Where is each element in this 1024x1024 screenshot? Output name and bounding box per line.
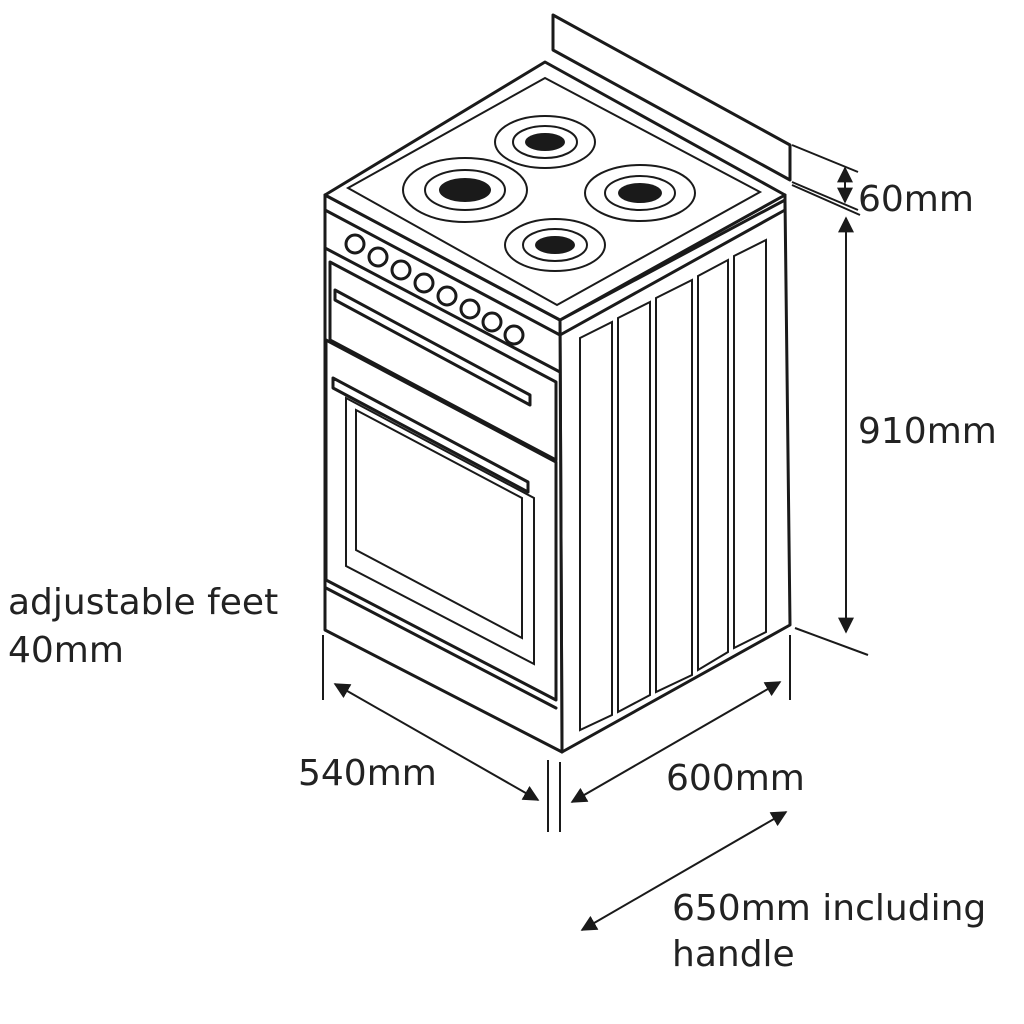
dimension-labels: 60mm 910mm adjustable feet 40mm 540mm 60…: [8, 179, 997, 975]
label-depth: 600mm: [666, 758, 805, 799]
burner-rear-left: [402, 157, 528, 223]
label-feet-line2: 40mm: [8, 630, 124, 671]
label-depth-handle-line2: handle: [672, 934, 795, 975]
label-depth-handle-line1: 650mm including: [672, 888, 986, 929]
grill-door: [328, 260, 558, 462]
control-knobs: [344, 233, 525, 346]
oven-window: [355, 408, 523, 640]
burners: [402, 115, 696, 272]
label-feet-line1: adjustable feet: [8, 582, 278, 623]
label-body-height: 910mm: [858, 411, 997, 452]
oven-handle: [331, 376, 530, 494]
label-width: 540mm: [298, 753, 437, 794]
dimension-lines: [322, 144, 869, 931]
burner-front-left: [504, 218, 606, 272]
cooker-illustration: [323, 13, 792, 754]
burner-front-right: [584, 164, 696, 222]
label-upstand-height: 60mm: [858, 179, 974, 220]
burner-rear-right: [494, 115, 596, 169]
oven-door: [324, 338, 558, 702]
grill-handle: [333, 288, 532, 407]
back-upstand: [551, 13, 792, 182]
